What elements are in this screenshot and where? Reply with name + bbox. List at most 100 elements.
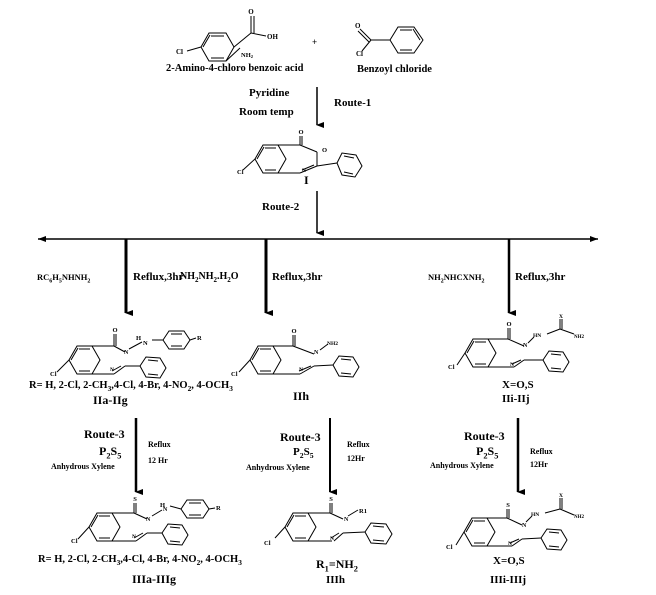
atom-label: O xyxy=(298,129,303,136)
atom-label: Cl xyxy=(446,544,453,551)
atom-label: N xyxy=(143,340,148,347)
final-IIIa-IIIg-id: IIIa-IIIg xyxy=(132,572,177,586)
final-IIIi-IIIj-structure xyxy=(455,498,575,551)
atom-label: O xyxy=(291,328,296,335)
plus-sign: + xyxy=(312,37,317,47)
branch-2-route-3-solvent: Anhydrous Xylene xyxy=(246,463,310,472)
atom-label: S xyxy=(506,502,510,509)
atom-label: N xyxy=(523,343,528,349)
branch-1-route-3-reagent: P2S5 xyxy=(99,444,122,461)
branch-2-conditions: Reflux,3hr xyxy=(272,271,323,283)
atom-label: N xyxy=(146,517,151,523)
route-2-label: Route-2 xyxy=(262,201,300,213)
branch-1-route-3-solvent: Anhydrous Xylene xyxy=(51,462,115,471)
atom-label: N xyxy=(299,367,303,373)
atom-label: Cl xyxy=(264,540,271,547)
atom-label: R xyxy=(216,505,221,512)
right-arrowhead xyxy=(590,236,598,242)
atom-label: O xyxy=(322,147,327,154)
branch-3-route-3-solvent: Anhydrous Xylene xyxy=(430,461,494,470)
atom-label: N xyxy=(163,507,168,513)
atom-label: H xyxy=(160,502,165,509)
atom-label: S xyxy=(329,496,333,503)
branch-2-route-3-reagent: P2S5 xyxy=(293,446,314,461)
atom-label: NH2 xyxy=(241,52,254,59)
atom-label: O xyxy=(355,22,361,30)
atom-label: O xyxy=(248,8,254,16)
branch-3-conditions: Reflux,3hr xyxy=(515,271,566,283)
intermediate-id: I xyxy=(304,173,309,187)
atom-label: HN xyxy=(533,333,541,339)
atom-label: N xyxy=(110,367,114,373)
atom-label: R1 xyxy=(359,508,367,515)
final-IIIi-IIIj-id: IIIi-IIIj xyxy=(490,574,527,586)
branch-3-reagent: NH2NHCXNH2 xyxy=(428,272,485,285)
reactant-2-name: Benzoyl chloride xyxy=(357,64,432,75)
branch-1-route-3-condition-reflux: Reflux xyxy=(148,440,171,449)
product-IIa-IIg-substituents: R= H, 2-Cl, 2-CH3,4-Cl, 4-Br, 4-NO2, 4-O… xyxy=(29,380,233,394)
atom-label: N xyxy=(522,523,527,529)
branch-3-route-3-condition-time: 12Hr xyxy=(530,460,548,469)
atom-label: Cl xyxy=(176,48,183,56)
branch-2-reagent: NH2NH2.H2O xyxy=(180,271,239,284)
branch-1-reagent: RC6H5NHNH2 xyxy=(37,272,91,285)
atom-label: R xyxy=(197,335,202,342)
atom-label: Cl xyxy=(71,538,78,545)
atom-label: Cl xyxy=(50,371,57,378)
atom-label: NH2 xyxy=(327,341,338,347)
final-IIIi-IIIj-substituents: X=O,S xyxy=(493,555,525,567)
product-IIa-IIg-id: IIa-IIg xyxy=(93,393,128,407)
atom-label: Cl xyxy=(448,364,455,371)
atom-label: Cl xyxy=(356,50,363,58)
product-IIa-IIg-structure xyxy=(56,330,197,379)
branch-1-conditions: Reflux,3hr xyxy=(133,271,184,283)
atom-label: S xyxy=(133,496,137,503)
final-IIIa-IIIg-substituents: R= H, 2-Cl, 2-CH3,4-Cl, 4-Br, 4-NO2, 4-O… xyxy=(38,554,242,568)
product-IIi-IIj-structure xyxy=(456,319,575,373)
atom-label: Cl xyxy=(237,169,244,176)
product-IIh-structure xyxy=(238,335,360,378)
atom-label: N xyxy=(132,534,136,540)
atom-label: N xyxy=(508,541,512,547)
atom-label: O xyxy=(112,327,117,334)
atom-label: X xyxy=(559,314,563,320)
branch-3-route-3-condition-reflux: Reflux xyxy=(530,447,553,456)
product-IIi-IIj-substituents: X=O,S xyxy=(502,379,534,391)
branch-3-route-3-reagent: P2S5 xyxy=(476,444,499,461)
atom-label: H xyxy=(136,335,141,342)
atom-label: N xyxy=(314,350,319,356)
final-IIIh-id: IIIh xyxy=(326,574,345,586)
atom-label: N xyxy=(302,168,306,174)
left-arrowhead xyxy=(38,236,46,242)
atom-label: OH xyxy=(267,33,278,41)
atom-label: N xyxy=(344,517,349,523)
branch-2-route-3-condition-time: 12Hr xyxy=(347,454,365,463)
step1-condition-temp: Room temp xyxy=(239,106,294,118)
reactant-benzoyl-chloride-structure xyxy=(357,26,424,54)
final-IIIh-substituents: R1=NH2 xyxy=(316,557,358,574)
atom-label: NH2 xyxy=(574,515,585,520)
atom-label: N xyxy=(510,362,514,368)
reactant-aminochlorobenzoic-acid-structure xyxy=(186,16,267,62)
atom-label: HN xyxy=(531,512,539,518)
atom-label: O xyxy=(506,321,511,328)
branch-3-route-3-label: Route-3 xyxy=(464,429,505,443)
atom-label: NH2 xyxy=(574,335,585,340)
product-IIi-IIj-id: IIi-IIj xyxy=(502,393,530,405)
final-IIIh-structure xyxy=(274,503,393,545)
branch-1-route-3-label: Route-3 xyxy=(84,427,125,441)
atom-label: Cl xyxy=(231,371,238,378)
product-IIh-id: IIh xyxy=(293,389,310,403)
atom-label: X xyxy=(559,493,563,499)
branch-2-route-3-label: Route-3 xyxy=(280,430,321,444)
branch-2-route-3-condition-reflux: Reflux xyxy=(347,440,370,449)
intermediate-I-structure xyxy=(242,136,363,178)
route-1-label: Route-1 xyxy=(334,97,372,109)
final-IIIa-IIIg-structure xyxy=(77,499,216,546)
atom-label: N xyxy=(124,350,129,356)
step1-condition-solvent: Pyridine xyxy=(249,87,290,99)
atom-label: N xyxy=(330,536,334,542)
reactant-1-name: 2-Amino-4-chloro benzoic acid xyxy=(166,63,304,74)
branch-1-route-3-condition-time: 12 Hr xyxy=(148,456,168,465)
